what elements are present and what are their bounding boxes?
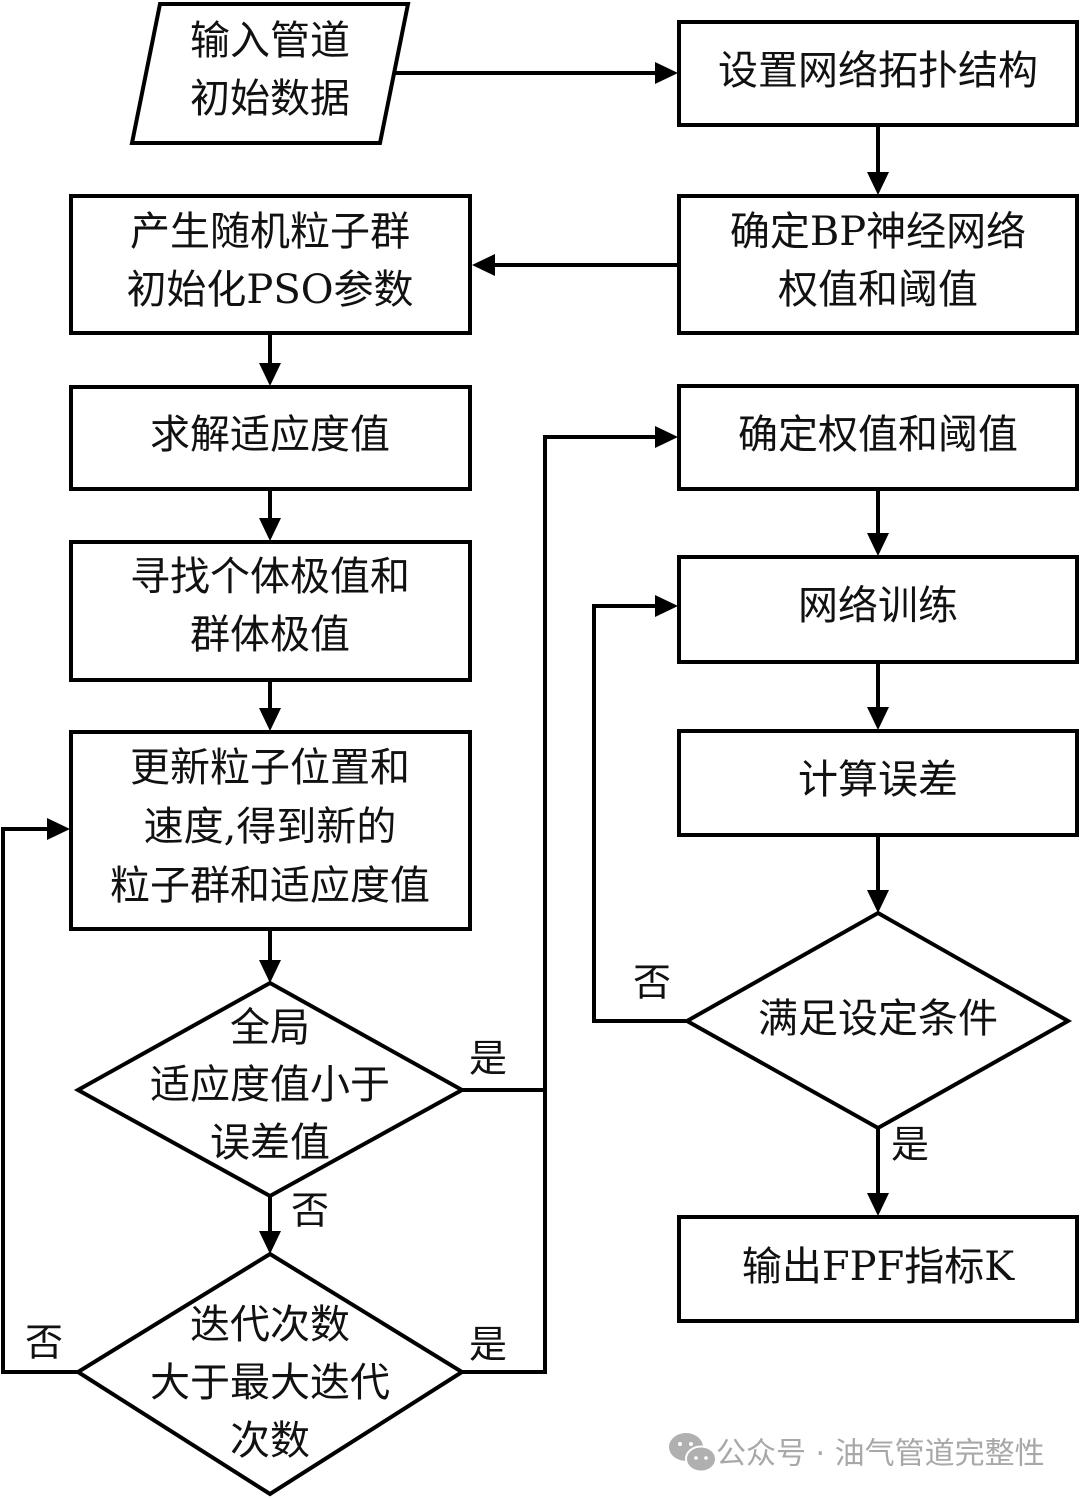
node-text: 权值和阈值	[778, 267, 978, 313]
node-text: 初始数据	[190, 76, 350, 122]
node-text: 迭代次数	[190, 1302, 350, 1348]
arrowhead	[867, 533, 889, 556]
arrowhead	[259, 518, 281, 541]
arrowhead	[655, 62, 678, 84]
arrowhead	[47, 818, 70, 840]
node-text: 寻找个体极值和	[130, 554, 410, 600]
node-text: 确定权值和阈值	[738, 412, 1018, 458]
node-text: 次数	[230, 1418, 310, 1464]
node-text: 确定BP神经网络	[730, 209, 1026, 255]
node-text: 设置网络拓扑结构	[718, 48, 1038, 94]
label-error-no: 否	[291, 1189, 329, 1233]
node-pso-init: 产生随机粒子群 初始化PSO参数	[69, 194, 472, 335]
label-cond-no: 否	[633, 961, 671, 1005]
node-text: 初始化PSO参数	[126, 267, 413, 313]
node-text: 更新粒子位置和	[130, 745, 410, 791]
node-update: 更新粒子位置和 速度,得到新的 粒子群和适应度值	[69, 730, 472, 931]
node-text: 输出FPF指标K	[742, 1244, 1015, 1290]
label-error-yes: 是	[469, 1037, 507, 1081]
node-text: 速度,得到新的	[144, 804, 397, 850]
arrowhead	[655, 595, 678, 617]
node-text: 计算误差	[798, 757, 958, 803]
wechat-icon	[669, 1433, 717, 1473]
arrowhead	[655, 426, 678, 448]
node-text: 大于最大迭代	[150, 1360, 390, 1406]
node-text: 粒子群和适应度值	[110, 863, 430, 909]
arrowhead	[867, 172, 889, 195]
node-text: 网络训练	[798, 583, 958, 629]
watermark-text: 公众号 · 油气管道完整性	[716, 1437, 1045, 1472]
node-calc-error: 计算误差	[677, 729, 1079, 837]
edge-cond-no	[592, 604, 687, 1023]
node-bp-weights: 确定BP神经网络 权值和阈值	[677, 194, 1079, 335]
node-decision-error: 全局 适应度值小于 误差值	[73, 980, 467, 1199]
node-extremes: 寻找个体极值和 群体极值	[69, 540, 472, 682]
node-text: 求解适应度值	[150, 412, 390, 458]
label-iter-yes: 是	[469, 1323, 507, 1367]
node-input: 输入管道 初始数据	[129, 1, 411, 145]
arrowhead	[259, 1231, 281, 1254]
edge-iter-yes	[462, 435, 660, 1374]
node-text: 满足设定条件	[758, 996, 998, 1042]
arrowhead	[867, 1193, 889, 1216]
node-text: 输入管道	[190, 18, 350, 64]
node-set-weights: 确定权值和阈值	[677, 384, 1079, 491]
arrowhead	[259, 363, 281, 386]
node-text: 适应度值小于	[150, 1062, 390, 1108]
arrowhead	[867, 707, 889, 730]
arrowhead	[867, 890, 889, 913]
label-cond-yes: 是	[891, 1123, 929, 1167]
node-decision-cond: 满足设定条件	[682, 910, 1073, 1131]
node-text: 产生随机粒子群	[130, 209, 410, 255]
arrowhead	[259, 708, 281, 731]
label-iter-no: 否	[25, 1321, 63, 1365]
node-text: 误差值	[210, 1120, 330, 1166]
connectors	[1, 62, 889, 1374]
node-text: 全局	[230, 1005, 310, 1051]
node-output: 输出FPF指标K	[677, 1215, 1079, 1323]
node-topology: 设置网络拓扑结构	[677, 20, 1079, 127]
node-train: 网络训练	[677, 555, 1079, 664]
watermark: 公众号 · 油气管道完整性	[669, 1433, 1045, 1473]
arrowhead	[472, 254, 495, 276]
edge-iter-no	[1, 827, 80, 1374]
node-fitness: 求解适应度值	[69, 385, 472, 491]
arrowhead	[259, 960, 281, 983]
node-text: 群体极值	[190, 612, 350, 658]
node-decision-iter: 迭代次数 大于最大迭代 次数	[74, 1251, 466, 1497]
